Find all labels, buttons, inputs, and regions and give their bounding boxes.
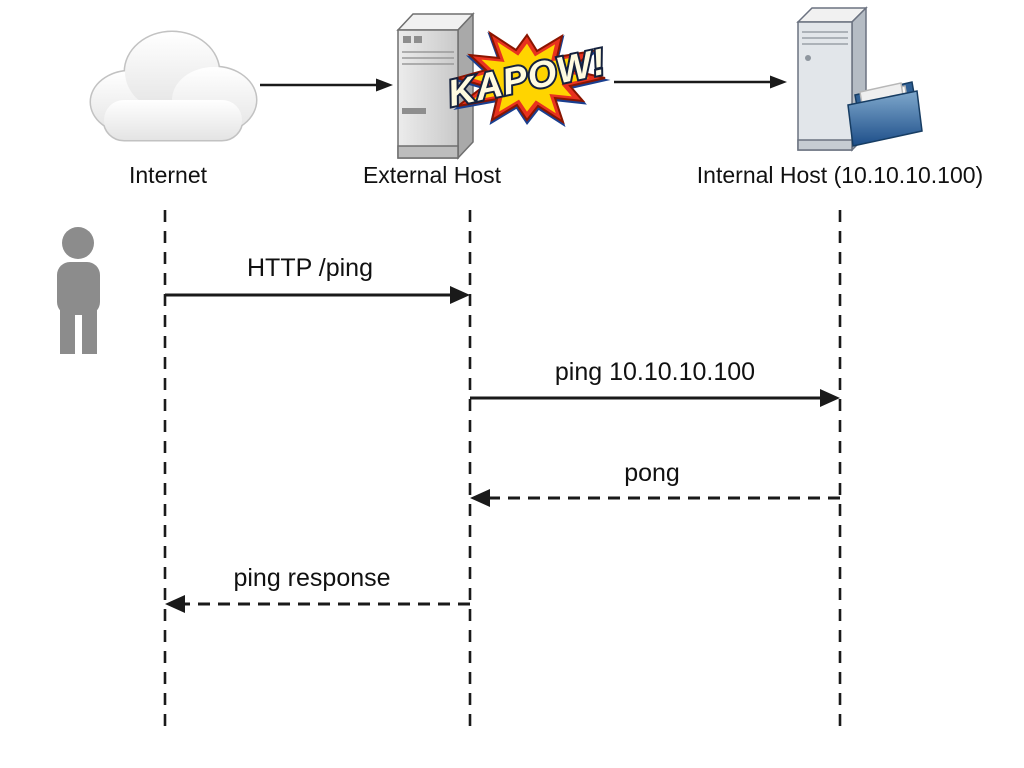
actor-label-external-host: External Host — [363, 162, 502, 188]
message-pong: pong — [470, 459, 840, 507]
flow-arrow-external-to-internal — [614, 75, 787, 89]
message-label: ping response — [233, 564, 390, 592]
arrowhead-right — [820, 389, 840, 407]
server-tower-icon — [396, 12, 475, 160]
message-http-ping: HTTP /ping — [165, 254, 470, 304]
person-icon — [57, 227, 100, 354]
message-label: HTTP /ping — [247, 254, 373, 282]
arrowhead-left — [470, 489, 490, 507]
actor-label-internal-host: Internal Host (10.10.10.100) — [697, 162, 983, 188]
kapow-burst-icon: KAPOW! — [442, 31, 611, 128]
arrowhead-right — [450, 286, 470, 304]
cloud-icon — [89, 30, 258, 142]
message-ping-internal: ping 10.10.10.100 — [470, 358, 840, 407]
actor-label-internet: Internet — [129, 162, 208, 188]
arrowhead-left — [165, 595, 185, 613]
folder-icon — [847, 81, 923, 147]
server-files-icon — [796, 6, 923, 152]
message-label: pong — [624, 459, 680, 487]
flow-arrow-internet-to-external — [260, 78, 393, 92]
message-ping-response: ping response — [165, 564, 470, 613]
message-label: ping 10.10.10.100 — [555, 358, 755, 386]
